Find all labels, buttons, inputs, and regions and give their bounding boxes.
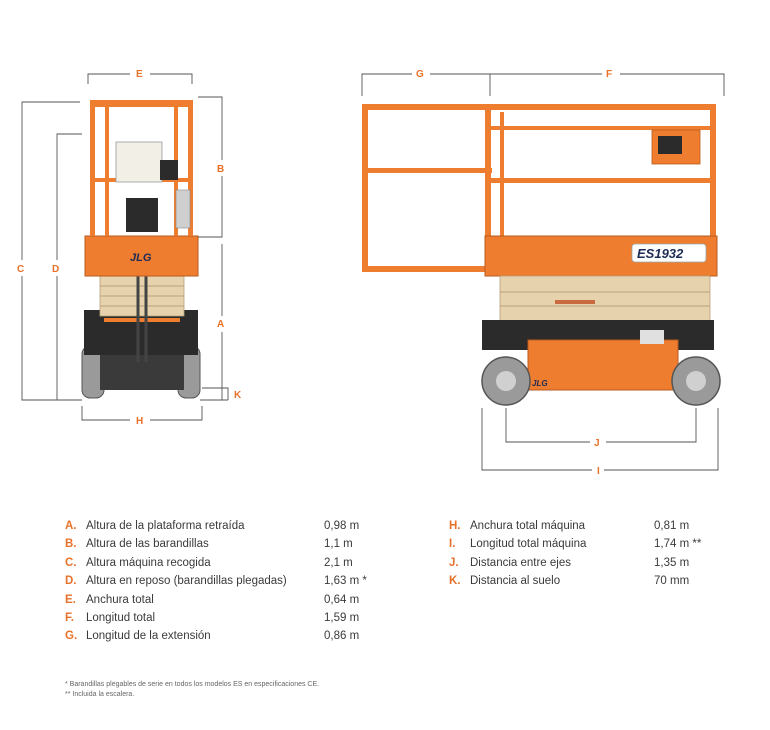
dim-label-h: H (136, 416, 143, 427)
spec-value: 1,63 m * (324, 575, 367, 588)
dim-label-k: K (234, 390, 242, 401)
footnote-ladder: ** Incluida la escalera. (65, 690, 135, 698)
spec-row-d: D. Altura en reposo (barandillas plegada… (65, 572, 375, 590)
machine-dimension-drawing: JLG E C D B A K H (17, 69, 725, 477)
specs-list-right: H. Anchura total máquina 0,81 m I. Longi… (449, 517, 709, 591)
spec-row-k: K. Distancia al suelo 70 mm (449, 572, 709, 590)
model-badge: ES1932 (637, 246, 684, 261)
footnote-folding-rails: * Barandillas plegables de serie en todo… (65, 681, 320, 688)
spec-key: G. (65, 630, 78, 643)
spec-value: 0,64 m (324, 593, 360, 606)
spec-label: Longitud total (86, 611, 156, 624)
spec-value: 1,59 m (324, 611, 360, 624)
spec-label: Longitud de la extensión (86, 630, 211, 643)
spec-key: I. (449, 538, 456, 551)
spec-label: Altura en reposo (barandillas plegadas) (86, 575, 287, 588)
specs-list-left: A. Altura de la plataforma retraída 0,98… (65, 517, 375, 646)
spec-value: 70 mm (654, 575, 690, 588)
spec-label: Altura de la plataforma retraída (86, 520, 245, 532)
spec-row-h: H. Anchura total máquina 0,81 m (449, 517, 709, 535)
side-view-dimensions: G F J I (361, 69, 725, 477)
spec-row-f: F. Longitud total 1,59 m (65, 609, 375, 627)
spec-row-j: J. Distancia entre ejes 1,35 m (449, 554, 709, 572)
spec-value: 2,1 m (324, 556, 353, 569)
dim-label-b: B (217, 164, 224, 175)
spec-key: A. (65, 520, 77, 532)
spec-label: Altura de las barandillas (86, 538, 209, 551)
spec-key: H. (449, 520, 461, 532)
spec-label: Distancia entre ejes (470, 556, 571, 569)
side-view-machine: ES1932 JLG (362, 104, 721, 406)
footnotes: * Barandillas plegables de serie en todo… (65, 680, 319, 699)
spec-key: F. (65, 611, 74, 624)
dim-label-f: F (606, 69, 612, 80)
spec-row-b: B. Altura de las barandillas 1,1 m (65, 535, 375, 553)
dim-label-i: I (597, 466, 600, 477)
dim-label-a: A (217, 319, 224, 330)
spec-key: E. (65, 593, 76, 606)
spec-row-c: C. Altura máquina recogida 2,1 m (65, 554, 375, 572)
spec-key: D. (65, 575, 77, 588)
spec-value: 1,74 m ** (654, 538, 702, 551)
spec-label: Anchura total máquina (470, 520, 586, 532)
spec-label: Longitud total máquina (470, 538, 587, 551)
spec-row-e: E. Anchura total 0,64 m (65, 591, 375, 609)
spec-value: 0,86 m (324, 630, 360, 643)
front-view-dimensions: E C D B A K H (17, 69, 242, 427)
dim-label-e: E (136, 69, 143, 80)
spec-label: Anchura total (86, 593, 154, 606)
dim-label-j: J (594, 438, 600, 449)
spec-label: Distancia al suelo (470, 575, 561, 588)
spec-key: C. (65, 556, 77, 569)
dim-label-d: D (52, 264, 59, 275)
spec-key: J. (449, 556, 459, 569)
front-view-machine: JLG (81, 100, 201, 399)
spec-row-a: A. Altura de la plataforma retraída 0,98… (65, 517, 375, 535)
spec-row-g: G. Longitud de la extensión 0,86 m (65, 627, 375, 645)
spec-value: 0,98 m (324, 520, 360, 532)
spec-label: Altura máquina recogida (86, 556, 211, 569)
dim-label-c: C (17, 264, 24, 275)
spec-key: K. (449, 575, 461, 588)
spec-row-i: I. Longitud total máquina 1,74 m ** (449, 535, 709, 553)
spec-value: 1,1 m (324, 538, 353, 551)
spec-key: B. (65, 538, 77, 551)
side-logo: JLG (532, 379, 548, 388)
front-logo: JLG (130, 252, 152, 264)
spec-value: 0,81 m (654, 520, 690, 532)
dim-label-g: G (416, 69, 424, 80)
spec-value: 1,35 m (654, 556, 690, 569)
